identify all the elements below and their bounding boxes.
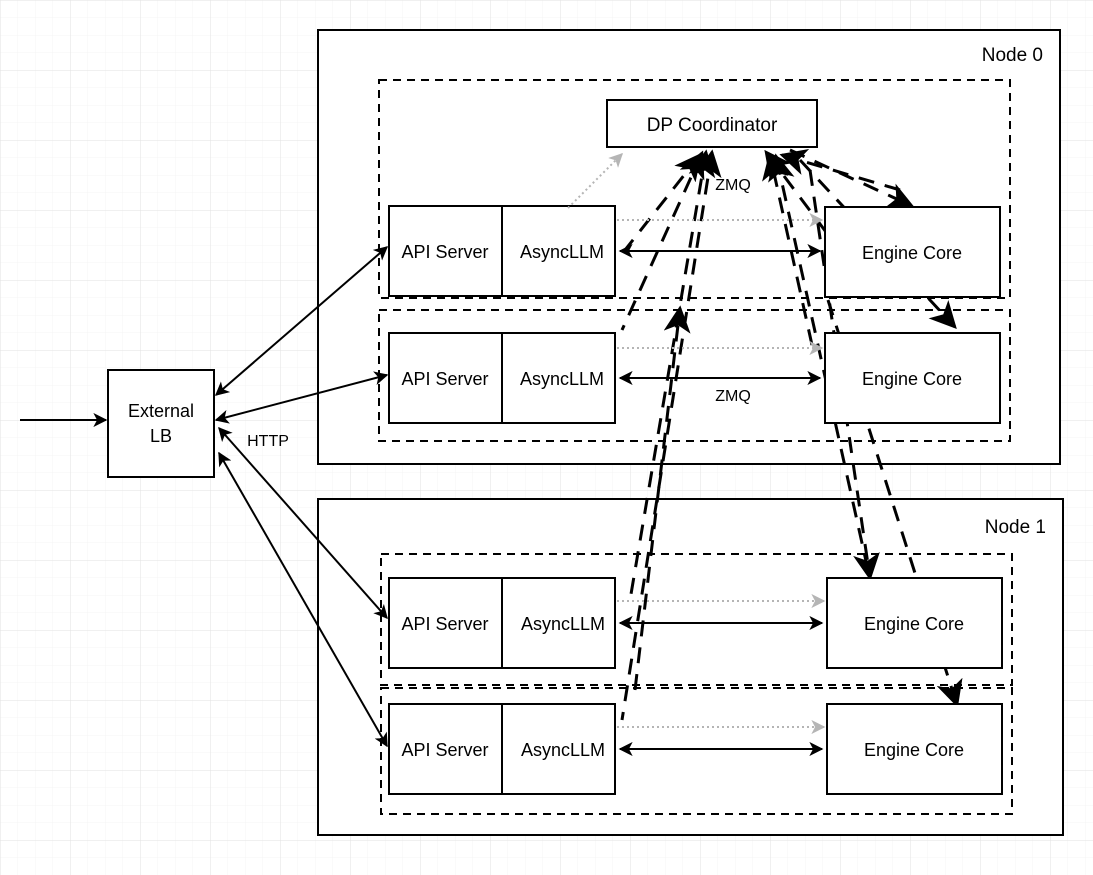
zmq-link-n0e1 [762,152,814,346]
engine-core-label-n0e1: Engine Core [862,369,962,389]
async-llm-label-n1e0: AsyncLLM [521,614,605,634]
engine-core-label-n0e0: Engine Core [862,243,962,263]
async-llm-box-n0e0[interactable] [501,205,616,297]
engine-core-label-n1e0: Engine Core [864,614,964,634]
api-server-box-n0e1[interactable] [388,332,503,424]
node-1-engine-group-2[interactable] [380,687,1013,815]
async-llm-box-n1e1[interactable] [501,703,616,795]
api-server-label-n0e0: API Server [401,242,488,262]
lb-link-n1e1 [218,451,388,748]
lb-api-links [214,246,389,748]
async-llm-box-n1e0[interactable] [501,577,616,669]
api-server-box-n1e0[interactable] [388,577,503,669]
node-1-label: Node 1 [985,517,1046,538]
external-lb-box[interactable] [107,369,215,478]
api-server-label-n1e0: API Server [401,614,488,634]
lb-link-n0e1 [214,371,389,424]
dp-coordinator-box[interactable] [606,99,818,148]
lb-link-n0e0 [214,246,389,396]
node-0-label: Node 0 [982,45,1043,66]
fanout-n0e0 [789,148,915,209]
node-0-engine-0: API Server AsyncLLM Engine Core [388,153,1001,298]
external-lb-label-line1: External [128,401,194,421]
engine-core-box-n1e0[interactable] [826,577,1003,669]
external-lb-label-line2: LB [150,426,172,446]
async-llm-box-n0e1[interactable] [501,332,616,424]
api-server-box-n0e0[interactable] [388,205,503,297]
zmq-link-n1e0 [768,153,870,571]
api-server-label-n0e1: API Server [401,369,488,389]
node-0-engine-group-1[interactable] [378,79,1011,299]
async-llm-label-n0e0: AsyncLLM [520,242,604,262]
engine-core-label-n1e1: Engine Core [864,740,964,760]
zmq-label-mid: ZMQ [715,388,751,405]
fanout-n1e0 [808,169,880,581]
http-label: HTTP [247,433,289,450]
zmq-label-top: ZMQ [715,177,751,194]
engine-core-box-n0e0[interactable] [824,206,1001,298]
api-server-label-n1e1: API Server [401,740,488,760]
node-0-engine-1: API Server AsyncLLM Engine Core ZMQ [388,332,1001,424]
engine-core-box-n1e1[interactable] [826,703,1003,795]
async-llm-label-n1e1: AsyncLLM [521,740,605,760]
async-llm-label-n0e1: AsyncLLM [520,369,604,389]
zmq-link-coord-n0e1 [620,150,705,331]
node-1-engine-0: API Server AsyncLLM Engine Core [388,577,1003,669]
api-server-box-n1e1[interactable] [388,703,503,795]
dp-coordinator-label: DP Coordinator [647,115,778,136]
engine-core-box-n0e1[interactable] [824,332,1001,424]
node-1-engine-1: API Server AsyncLLM Engine Core [388,703,1003,795]
zmq-link-coord-n0e0 [623,152,702,251]
